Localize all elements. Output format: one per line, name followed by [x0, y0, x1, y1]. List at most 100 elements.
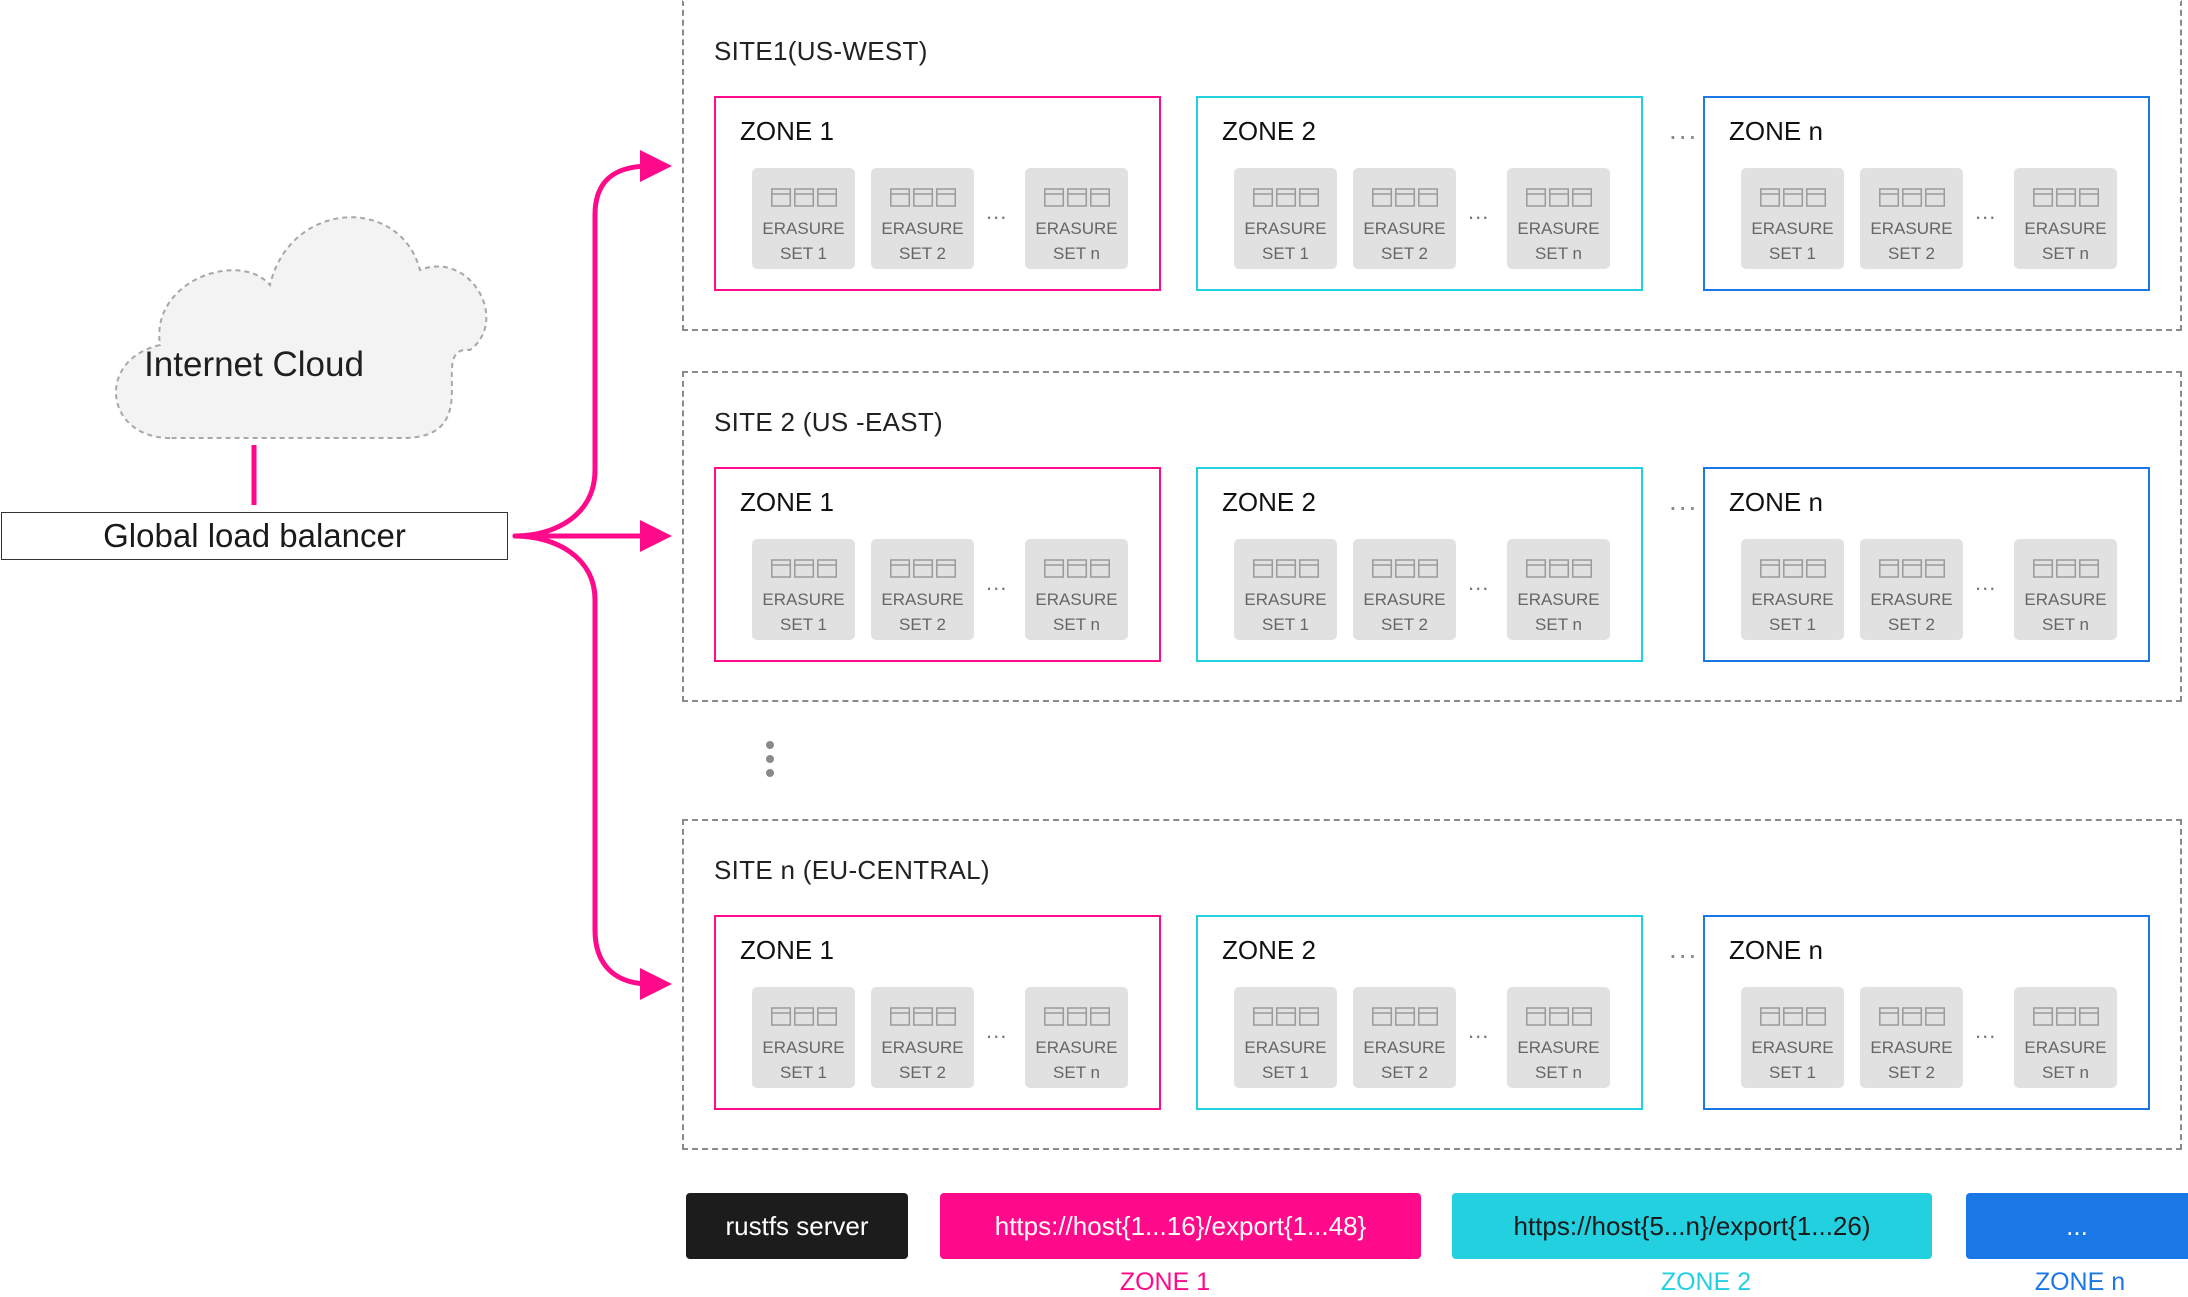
erasure-set-line1: ERASURE: [881, 219, 964, 238]
erasure-set-line1: ERASURE: [1244, 590, 1327, 609]
disk-icon: [2033, 1007, 2099, 1027]
zone-title: ZONE 1: [740, 116, 834, 146]
disk-icon: [771, 559, 837, 579]
erasure-set-label: ERASURE SET n: [1507, 587, 1610, 637]
disk-icon: [1879, 188, 1945, 208]
zone-title: ZONE 2: [1222, 116, 1316, 146]
zone-title: ZONE 1: [740, 935, 834, 965]
erasure-set-line1: ERASURE: [1751, 590, 1834, 609]
erasure-set-line2: SET 1: [1262, 615, 1309, 634]
disk-icon: [890, 559, 956, 579]
erasure-set-line2: SET 2: [899, 244, 946, 263]
erasure-set-line1: ERASURE: [1870, 590, 1953, 609]
erasure-set-line2: SET 1: [780, 1063, 827, 1082]
erasure-set-line1: ERASURE: [1517, 590, 1600, 609]
disk-icon: [1044, 559, 1110, 579]
zone-ellipsis: ...: [1669, 114, 1699, 145]
erasure-set-2: ERASURE SET 2: [1860, 539, 1963, 640]
zone-ellipsis: ...: [1669, 485, 1699, 516]
erasure-set-line2: SET 1: [1262, 1063, 1309, 1082]
cloud-label: Internet Cloud: [144, 345, 364, 384]
erasure-set-1: ERASURE SET 1: [1741, 539, 1844, 640]
erasure-set-line2: SET 1: [780, 615, 827, 634]
erasure-set-line1: ERASURE: [1363, 590, 1446, 609]
erasure-set-label: ERASURE SET 2: [1860, 1035, 1963, 1085]
erasure-set-ellipsis: ...: [1975, 1018, 1997, 1043]
erasure-set-line2: SET n: [2042, 615, 2089, 634]
legend-zone1-command: https://host{1...16}/export{1...48}: [940, 1193, 1421, 1259]
erasure-set-line1: ERASURE: [2024, 1038, 2107, 1057]
zone-title: ZONE 1: [740, 487, 834, 517]
erasure-set-2: ERASURE SET 2: [871, 168, 974, 269]
legend-zonen-command: ...: [1966, 1193, 2188, 1259]
disk-icon: [1526, 1007, 1592, 1027]
legend-zonen-caption: ZONE n: [2034, 1268, 2126, 1296]
erasure-set-line1: ERASURE: [762, 1038, 845, 1057]
erasure-set-line2: SET 1: [1769, 615, 1816, 634]
erasure-set-line1: ERASURE: [1035, 590, 1118, 609]
erasure-set-line1: ERASURE: [762, 219, 845, 238]
disk-icon: [1760, 1007, 1826, 1027]
disk-icon: [1526, 188, 1592, 208]
erasure-set-ellipsis: ...: [1468, 570, 1490, 595]
arrowheads: [640, 150, 672, 1000]
erasure-set-line2: SET 2: [1381, 1063, 1428, 1082]
erasure-set-1: ERASURE SET 1: [1234, 539, 1337, 640]
erasure-set-3: ERASURE SET n: [1507, 539, 1610, 640]
disk-icon: [1879, 1007, 1945, 1027]
cloud-shape: [114, 216, 488, 440]
erasure-set-label: ERASURE SET 1: [752, 587, 855, 637]
erasure-set-label: ERASURE SET 1: [752, 1035, 855, 1085]
erasure-set-line1: ERASURE: [1363, 219, 1446, 238]
erasure-set-line1: ERASURE: [1517, 1038, 1600, 1057]
disk-icon: [1372, 559, 1438, 579]
erasure-set-label: ERASURE SET 1: [1741, 587, 1844, 637]
site-3: SITE n (EU-CENTRAL) ZONE 1 ERASURE SET 1 ERA…: [682, 819, 2182, 1150]
site-title: SITE n (EU-CENTRAL): [714, 855, 990, 885]
erasure-set-line2: SET n: [1535, 615, 1582, 634]
erasure-set-line2: SET n: [1535, 244, 1582, 263]
erasure-set-line1: ERASURE: [2024, 590, 2107, 609]
disk-icon: [1372, 188, 1438, 208]
site-title: SITE1(US-WEST): [714, 36, 928, 66]
erasure-set-line1: ERASURE: [762, 590, 845, 609]
arrowhead-site2: [640, 520, 672, 552]
zone-ellipsis: ...: [1669, 933, 1699, 964]
erasure-set-line2: SET 2: [1888, 615, 1935, 634]
erasure-set-ellipsis: ...: [986, 1018, 1008, 1043]
erasure-set-label: ERASURE SET n: [2014, 216, 2117, 266]
zone-title: ZONE 2: [1222, 487, 1316, 517]
disk-icon: [1372, 1007, 1438, 1027]
disk-icon: [1879, 559, 1945, 579]
erasure-set-line2: SET n: [2042, 244, 2089, 263]
routing-arrows: [512, 163, 653, 987]
erasure-set-line1: ERASURE: [2024, 219, 2107, 238]
erasure-set-line1: ERASURE: [1035, 219, 1118, 238]
erasure-set-1: ERASURE SET 1: [752, 987, 855, 1088]
erasure-set-1: ERASURE SET 1: [752, 539, 855, 640]
erasure-set-line1: ERASURE: [1870, 1038, 1953, 1057]
erasure-set-line1: ERASURE: [1244, 219, 1327, 238]
erasure-set-line2: SET 2: [1888, 1063, 1935, 1082]
